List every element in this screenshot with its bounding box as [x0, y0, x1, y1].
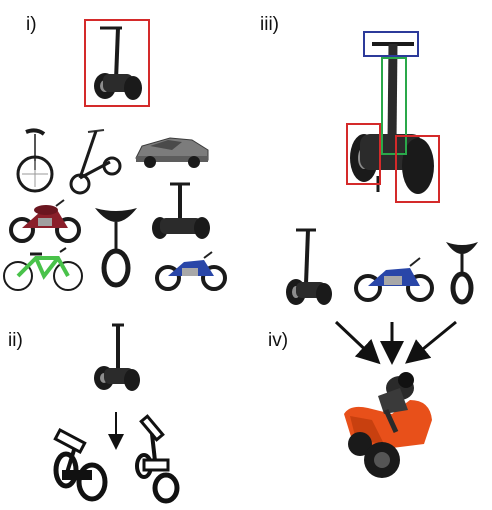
- segway-icon: [350, 42, 434, 194]
- highlight-box: [363, 31, 419, 57]
- highlight-box: [346, 123, 381, 185]
- abstract-part-icon: [53, 427, 108, 502]
- segway-icon: [94, 26, 142, 100]
- highlight-box: [84, 19, 150, 107]
- highlight-box: [381, 57, 407, 155]
- arrow: [334, 320, 381, 365]
- scooter-icon: [69, 129, 122, 195]
- unicycle-icon: [446, 242, 478, 305]
- panel-label-ii: ii): [8, 330, 23, 351]
- motorcycle-icon: [155, 251, 227, 291]
- highlight-box: [395, 135, 440, 203]
- unicycle-icon: [16, 128, 54, 193]
- abstract-part-icon: [135, 414, 180, 504]
- segway-icon: [94, 323, 140, 391]
- arrow: [405, 320, 457, 364]
- hybrid-vehicle-icon: [344, 372, 432, 478]
- segway-icon: [286, 228, 332, 305]
- car-icon: [135, 137, 209, 168]
- bicycle-icon: [3, 247, 83, 291]
- unicycle-icon: [95, 208, 137, 288]
- motorcycle-icon: [354, 257, 434, 302]
- panel-label-iii: iii): [260, 14, 279, 35]
- segway-icon: [152, 182, 210, 239]
- motorcycle-icon: [9, 199, 81, 243]
- panel-label-iv: iv): [268, 330, 289, 351]
- panel-label-i: i): [26, 14, 37, 35]
